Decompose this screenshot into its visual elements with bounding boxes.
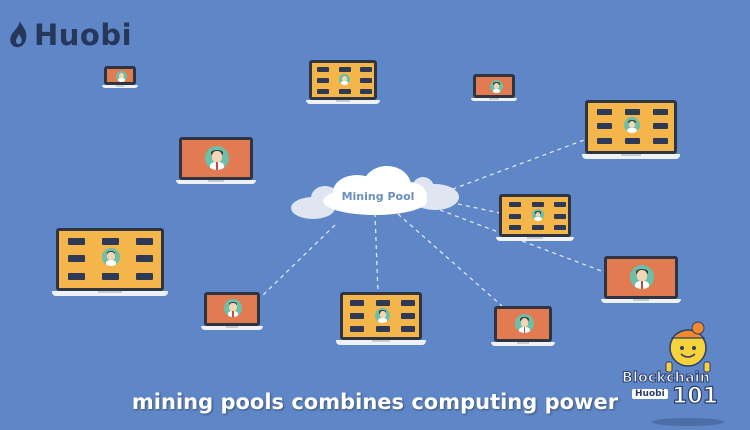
laptop-miner: [471, 74, 517, 101]
laptop-miner: [491, 306, 555, 346]
miner-avatar: [339, 74, 350, 85]
laptop-miner: [201, 292, 263, 330]
logo-text: Huobi: [34, 18, 133, 52]
huobi-flame-icon: [10, 21, 27, 48]
miner-avatar: [624, 117, 640, 133]
miner-avatar: [375, 308, 390, 323]
miner-avatar: [515, 314, 534, 333]
connection-line: [261, 224, 336, 297]
huobi-logo: Huobi: [8, 18, 132, 52]
miner-avatar: [630, 265, 654, 289]
laptop-miner: [102, 66, 138, 88]
mascot-icon: [652, 321, 724, 426]
miner-avatar: [116, 71, 127, 82]
connection-line: [439, 209, 605, 273]
laptop-mining-rig: [336, 292, 426, 345]
badge-brand: Huobi: [632, 389, 668, 399]
miner-avatar: [532, 209, 544, 221]
cloud-icon: [291, 166, 459, 219]
connection-line: [374, 212, 379, 295]
laptop-miner: [601, 256, 681, 303]
laptop-mining-rig: [582, 100, 680, 159]
connection-line: [444, 139, 585, 193]
mining-pool-label: Mining Pool: [341, 190, 415, 203]
badge-title: Blockchain: [621, 370, 711, 387]
laptop-miner: [176, 137, 256, 184]
badge-number: 101: [671, 383, 718, 409]
miner-avatar: [224, 299, 242, 317]
laptop-mining-rig: [52, 228, 168, 296]
subtitle-caption: mining pools combines computing power: [131, 390, 619, 414]
miner-avatar: [102, 248, 120, 266]
miner-avatar: [490, 80, 503, 93]
miner-avatar: [205, 146, 229, 170]
laptop-mining-rig: [306, 60, 380, 104]
connection-line: [457, 203, 501, 214]
connection-line: [397, 213, 503, 307]
laptop-mining-rig: [496, 194, 574, 241]
